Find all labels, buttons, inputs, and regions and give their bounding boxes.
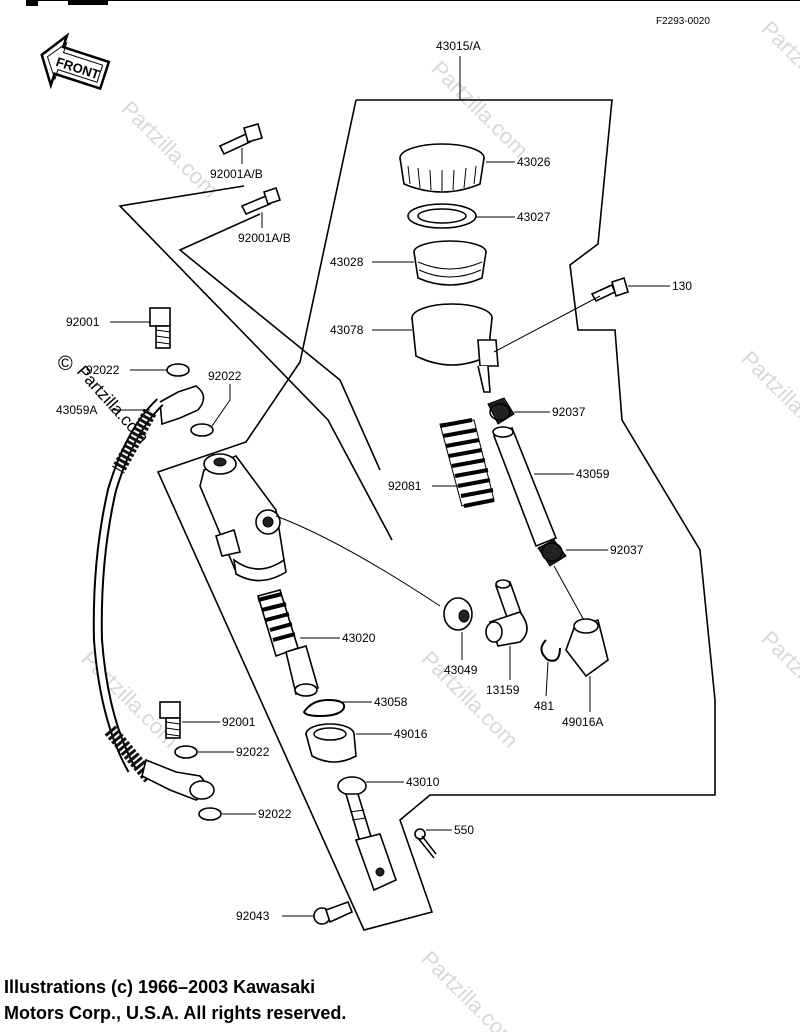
callout-43059: 43059 — [576, 467, 610, 481]
washer-92022 — [198, 807, 222, 821]
callout-92022-d: 92022 — [258, 807, 292, 821]
leader-line — [545, 661, 549, 697]
header-fragment — [26, 0, 38, 6]
front-arrow-icon: FRONT — [40, 32, 111, 91]
cotter-pin-550 — [414, 828, 437, 859]
banjo-bolt-top — [149, 307, 171, 349]
callout-92022-b: 92022 — [208, 369, 242, 383]
watermark-text: Partzilla.com — [736, 346, 800, 453]
callout-92043: 92043 — [236, 909, 270, 923]
watermark-text: Partzilla.com — [416, 946, 523, 1032]
banjo-bolt-bottom — [159, 701, 181, 739]
hose-path-line — [553, 565, 587, 625]
callout-49016A: 49016A — [562, 715, 603, 729]
watermark-text: Partzilla.com — [416, 646, 523, 753]
callout-130: 130 — [672, 279, 692, 293]
diagram-code: F2293-0020 — [656, 16, 710, 27]
master-cylinder-body — [199, 453, 441, 607]
assembly-outline — [156, 99, 716, 931]
washer-92022 — [190, 423, 214, 437]
callout-92081: 92081 — [388, 479, 422, 493]
bolt-outline-line — [118, 185, 393, 541]
callout-43015A: 43015/A — [436, 39, 481, 53]
spring-92081 — [439, 418, 495, 508]
callout-43058: 43058 — [374, 695, 408, 709]
washer-92022 — [174, 745, 198, 759]
watermark-text: Partzilla.com — [116, 96, 223, 203]
hose-clamp-lower — [537, 539, 567, 567]
piston-assembly — [256, 589, 319, 697]
callout-92037-bottom: 92037 — [610, 543, 644, 557]
callout-43078: 43078 — [330, 323, 364, 337]
callout-43049: 43049 — [444, 663, 478, 677]
callout-43027: 43027 — [517, 210, 551, 224]
snap-ring-43058 — [302, 698, 346, 718]
elbow-49016A — [565, 618, 609, 678]
reservoir-hose — [492, 426, 558, 548]
callout-43010: 43010 — [406, 775, 440, 789]
leader-line — [211, 384, 231, 427]
bolt-92001AB-lower — [240, 186, 282, 216]
bolt-outline-line — [178, 213, 381, 471]
clevis-pin-92043 — [313, 900, 354, 925]
callout-92022-a: 92022 — [86, 363, 120, 377]
callout-92022-c: 92022 — [236, 745, 270, 759]
copyright-line-2: Motors Corp., U.S.A. All rights reserved… — [4, 1003, 347, 1023]
callout-550: 550 — [454, 823, 474, 837]
diaphragm-plate — [407, 203, 477, 229]
watermark-text: Partzilla.com — [756, 16, 800, 123]
bolt-92001AB-upper — [218, 123, 263, 156]
callout-43020: 43020 — [342, 631, 376, 645]
hose-fitting-13159 — [485, 579, 528, 647]
callout-481: 481 — [534, 699, 554, 713]
push-rod-43010 — [337, 776, 397, 892]
header-fragment — [68, 0, 108, 5]
callout-43028: 43028 — [330, 255, 364, 269]
copyright-notice: Illustrations (c) 1966–2003 Kawasaki Mot… — [4, 974, 424, 1026]
hose-clamp-upper — [487, 397, 515, 425]
dust-boot-49016 — [305, 723, 357, 763]
reservoir-cap — [399, 143, 485, 193]
diaphragm — [413, 240, 487, 286]
callout-92001AB-2: 92001A/B — [238, 231, 291, 245]
fitting-43049 — [443, 597, 473, 631]
circlip-481 — [540, 639, 561, 662]
washer-92022 — [166, 363, 190, 377]
callout-92001-bottom: 92001 — [222, 715, 256, 729]
callout-92001-top: 92001 — [66, 315, 100, 329]
brake-hose — [92, 385, 215, 801]
watermark-text: Partzilla.com — [756, 626, 800, 733]
reservoir — [411, 295, 601, 393]
callout-43059A: 43059A — [56, 403, 97, 417]
callout-92037-top: 92037 — [552, 405, 586, 419]
callout-49016: 49016 — [394, 727, 428, 741]
copyright-line-1: Illustrations (c) 1966–2003 Kawasaki — [4, 977, 316, 997]
callout-43026: 43026 — [517, 155, 551, 169]
callout-13159: 13159 — [486, 683, 520, 697]
copyright-symbol: © — [58, 353, 73, 375]
callout-92001AB-1: 92001A/B — [210, 167, 263, 181]
